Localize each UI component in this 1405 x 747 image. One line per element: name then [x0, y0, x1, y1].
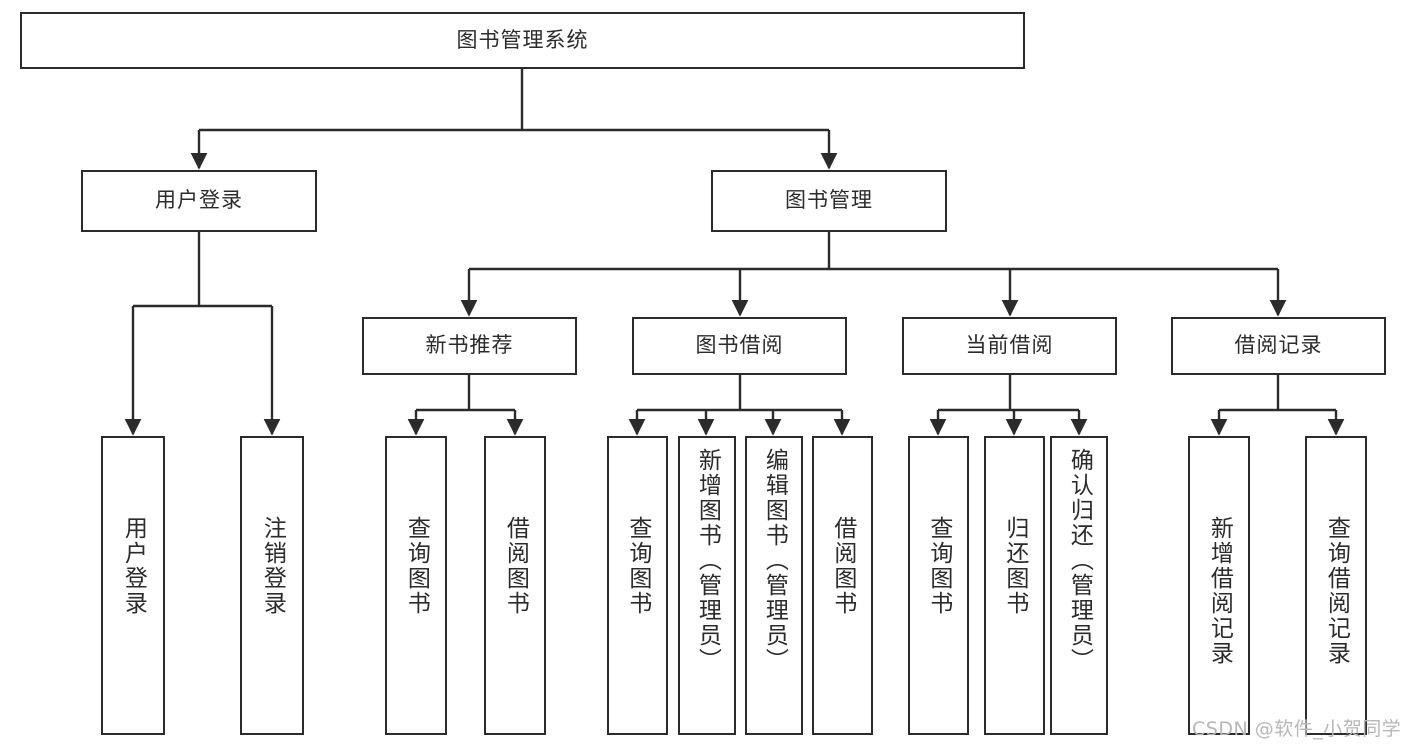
- node-current-borrow[interactable]: 当前借阅: [902, 317, 1117, 375]
- leaf-node-label: 注销登录: [259, 516, 286, 616]
- leaf-node-label: 借阅图书: [829, 516, 856, 616]
- node-book-management-label: 图书管理: [785, 188, 873, 213]
- leaf-node[interactable]: 用户登录: [101, 436, 165, 735]
- leaf-node[interactable]: 确认归还（管理员）: [1050, 436, 1108, 735]
- node-root[interactable]: 图书管理系统: [20, 12, 1025, 69]
- leaf-node[interactable]: 新增图书（管理员）: [678, 436, 736, 735]
- leaf-node-label: 新增借阅记录: [1206, 516, 1233, 666]
- node-book-borrow-label: 图书借阅: [695, 333, 784, 358]
- edges-book-borrow: [628, 375, 851, 436]
- leaf-node-label: 编辑图书（管理员）: [761, 448, 788, 673]
- leaf-node-label: 查询图书: [624, 516, 651, 616]
- leaf-node[interactable]: 借阅图书: [812, 436, 873, 735]
- leaf-node[interactable]: 新增借阅记录: [1188, 436, 1250, 735]
- leaf-node[interactable]: 注销登录: [240, 436, 304, 735]
- leaf-node[interactable]: 查询图书: [607, 436, 668, 735]
- leaf-node-label: 查询图书: [403, 516, 430, 616]
- node-borrow-record[interactable]: 借阅记录: [1171, 317, 1386, 375]
- leaf-node[interactable]: 编辑图书（管理员）: [745, 436, 803, 735]
- leaf-node-label: 借阅图书: [502, 516, 529, 616]
- node-root-label: 图书管理系统: [456, 27, 589, 52]
- leaf-node-label: 新增图书（管理员）: [694, 448, 721, 673]
- node-user-login-label: 用户登录: [155, 188, 243, 213]
- node-book-borrow[interactable]: 图书借阅: [632, 317, 847, 375]
- edges-new-book: [407, 375, 524, 436]
- leaf-node-label: 查询图书: [925, 516, 952, 616]
- edges-root: [190, 69, 838, 170]
- node-current-borrow-label: 当前借阅: [965, 333, 1054, 358]
- leaf-node-label: 归还图书: [1001, 516, 1028, 616]
- leaf-node[interactable]: 查询借阅记录: [1305, 436, 1367, 735]
- node-new-book-recommend-label: 新书推荐: [425, 333, 514, 358]
- leaf-node-label: 用户登录: [120, 516, 147, 616]
- leaf-node[interactable]: 归还图书: [984, 436, 1045, 735]
- leaf-node-label: 查询借阅记录: [1323, 516, 1350, 666]
- edges-book-manage: [460, 232, 1287, 317]
- node-user-login[interactable]: 用户登录: [81, 170, 317, 232]
- leaf-node[interactable]: 借阅图书: [484, 436, 546, 735]
- node-book-management[interactable]: 图书管理: [711, 170, 947, 232]
- node-borrow-record-label: 借阅记录: [1234, 333, 1323, 358]
- csdn-watermark: CSDN @软件_小贺同学: [1192, 718, 1402, 740]
- leaf-node[interactable]: 查询图书: [385, 436, 447, 735]
- edges-borrow-record: [1210, 375, 1345, 436]
- leaf-node[interactable]: 查询图书: [908, 436, 969, 735]
- node-new-book-recommend[interactable]: 新书推荐: [362, 317, 577, 375]
- edges-user-login: [124, 232, 281, 436]
- edges-current-borrow: [929, 375, 1088, 436]
- leaf-node-label: 确认归还（管理员）: [1066, 448, 1093, 673]
